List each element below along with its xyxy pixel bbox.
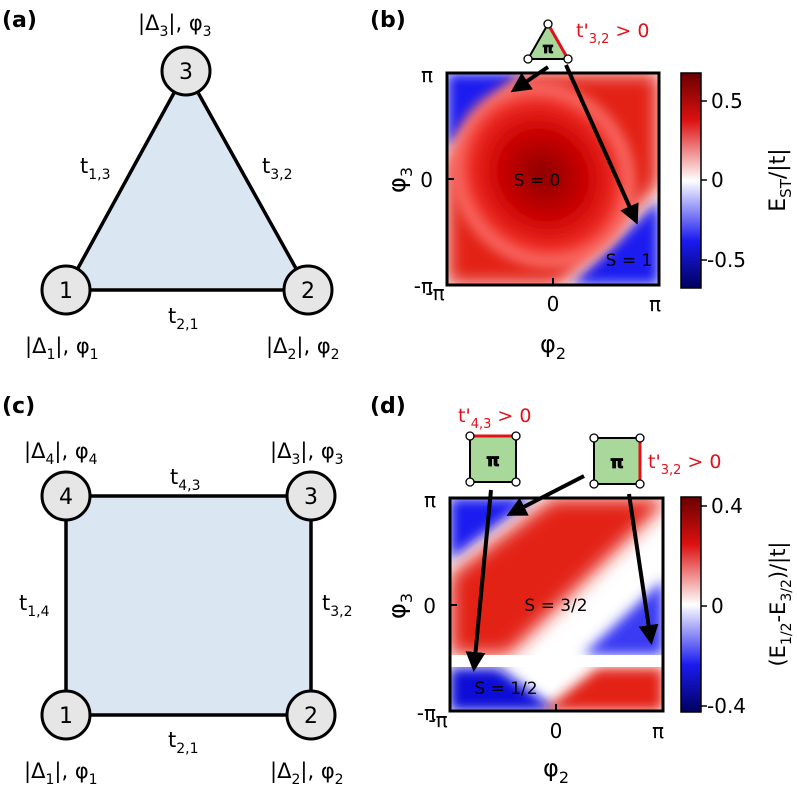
inset-triangle-b: π t'3,2 > 0 — [523, 19, 649, 64]
region-label-s32: S = 3/2 — [524, 596, 587, 616]
panel-a: (a) 1 2 3 |Δ3|, φ3 |Δ1|, φ1 |Δ2|, φ2 t1,… — [2, 8, 340, 363]
node-number: 4 — [59, 485, 73, 510]
panel-b: (b) S = 0 S = 1 -π 0 π π 0 -π φ — [370, 8, 795, 363]
node-number: 2 — [304, 704, 318, 729]
panel-d: (d) S = 3/2 S = 1/2 -π 0 π π 0 — [370, 394, 795, 787]
inset-hopping-label-d-2: t'3,2 > 0 — [648, 451, 721, 478]
positive-core — [451, 82, 635, 268]
colorbar-label-d: (E1/2-E3/2)/|t| — [766, 541, 795, 666]
xtick-d-0: -π — [428, 708, 447, 732]
node-label-4: |Δ4|, φ4 — [24, 439, 98, 468]
colorbar-tick-d-1: 0 — [711, 594, 724, 618]
panel-label-b: (b) — [370, 8, 406, 33]
node-2: 2 — [285, 689, 337, 741]
hopping-label-1-3: t1,3 — [80, 154, 111, 183]
ylabel-d: φ3 — [383, 593, 416, 619]
arrow-b-1 — [510, 65, 550, 93]
pi-flux-symbol: π — [610, 453, 623, 473]
xtick-d-1: 0 — [550, 719, 563, 743]
triangle-plaquette — [63, 67, 311, 292]
region-label-s0: S = 0 — [514, 171, 561, 191]
node-2: 2 — [282, 264, 334, 316]
colorbar-tick-d-2: -0.4 — [707, 694, 746, 718]
panel-c: (c) 4 3 1 2 |Δ4|, φ4 |Δ3|, φ3 |Δ1|, φ1 |… — [2, 394, 353, 788]
positive-region-diagonal — [450, 498, 663, 655]
node-label-3: |Δ3|, φ3 — [138, 11, 212, 40]
ytick-d-1: 0 — [423, 594, 436, 618]
ytick-b-2: -π — [414, 274, 433, 298]
node-label-2: |Δ2|, φ2 — [266, 334, 340, 363]
node-number: 1 — [59, 279, 73, 304]
node-number: 2 — [301, 279, 315, 304]
ytick-d-2: -π — [417, 701, 436, 725]
hopping-label-4-3: t4,3 — [170, 465, 201, 494]
inset-square-d-left: π — [465, 431, 521, 487]
xlabel-b: φ2 — [540, 330, 566, 363]
panel-label-c: (c) — [2, 394, 35, 419]
node-number: 1 — [59, 704, 73, 729]
colorbar-b: 0.5 0 -0.5 EST/|t| — [680, 72, 795, 289]
arrow-d-3 — [465, 489, 493, 672]
node-3: 3 — [285, 470, 337, 522]
inset-hopping-label-d-1: t'4,3 > 0 — [458, 405, 531, 432]
colorbar-tick-b-0: 0.5 — [711, 89, 743, 113]
node-4: 4 — [40, 470, 92, 522]
node-label-1: |Δ1|, φ1 — [25, 334, 99, 363]
panel-label-d: (d) — [370, 394, 406, 419]
hopping-label-3-2: t3,2 — [262, 154, 293, 183]
ytick-d-0: π — [424, 488, 436, 512]
hopping-label-3-2: t3,2 — [322, 591, 353, 620]
colorbar-tick-b-1: 0 — [711, 168, 724, 192]
heatmap-d: S = 3/2 S = 1/2 -π 0 π π 0 -π φ2 φ3 — [383, 488, 665, 787]
hopping-label-2-1: t2,1 — [168, 304, 199, 333]
xtick-d-2: π — [652, 719, 664, 743]
node-3: 3 — [160, 45, 212, 97]
region-label-s12: S = 1/2 — [474, 679, 537, 699]
panel-label-a: (a) — [2, 8, 37, 33]
ytick-b-1: 0 — [420, 168, 433, 192]
square-plaquette — [64, 494, 313, 717]
ylabel-b: φ3 — [383, 167, 416, 193]
node-1: 1 — [40, 689, 92, 741]
node-label-1: |Δ1|, φ1 — [24, 759, 98, 788]
region-label-s1: S = 1 — [606, 251, 653, 271]
arrow-d-1 — [506, 474, 585, 516]
arrow-d-2 — [627, 493, 659, 645]
heatmap-b: S = 0 S = 1 -π 0 π π 0 -π φ2 φ3 — [383, 63, 661, 363]
node-1: 1 — [40, 264, 92, 316]
colorbar-tick-d-0: 0.4 — [711, 494, 743, 518]
xtick-b-0: -π — [425, 281, 444, 305]
node-number: 3 — [304, 485, 318, 510]
pi-flux-symbol: π — [486, 451, 499, 471]
node-label-3: |Δ3|, φ3 — [270, 439, 344, 468]
inset-square-d-right: π — [589, 433, 645, 489]
node-label-2: |Δ2|, φ2 — [270, 759, 344, 788]
pi-flux-symbol: π — [542, 41, 553, 57]
colorbar-label-b: EST/|t| — [766, 148, 795, 211]
xtick-b-1: 0 — [547, 292, 560, 316]
xlabel-d: φ2 — [543, 754, 569, 787]
ytick-b-0: π — [421, 63, 433, 87]
hopping-label-2-1: t2,1 — [168, 728, 199, 757]
hopping-label-1-4: t1,4 — [19, 591, 50, 620]
colorbar-tick-b-2: -0.5 — [707, 248, 746, 272]
inset-hopping-label-b: t'3,2 > 0 — [576, 20, 649, 47]
node-number: 3 — [179, 60, 193, 85]
colorbar-d: 0.4 0 -0.4 (E1/2-E3/2)/|t| — [680, 494, 795, 718]
xtick-b-2: π — [649, 292, 661, 316]
positive-region-bottom-right — [543, 668, 663, 711]
negative-region-bottom-left — [450, 668, 558, 711]
arrow-b-2 — [564, 64, 639, 225]
